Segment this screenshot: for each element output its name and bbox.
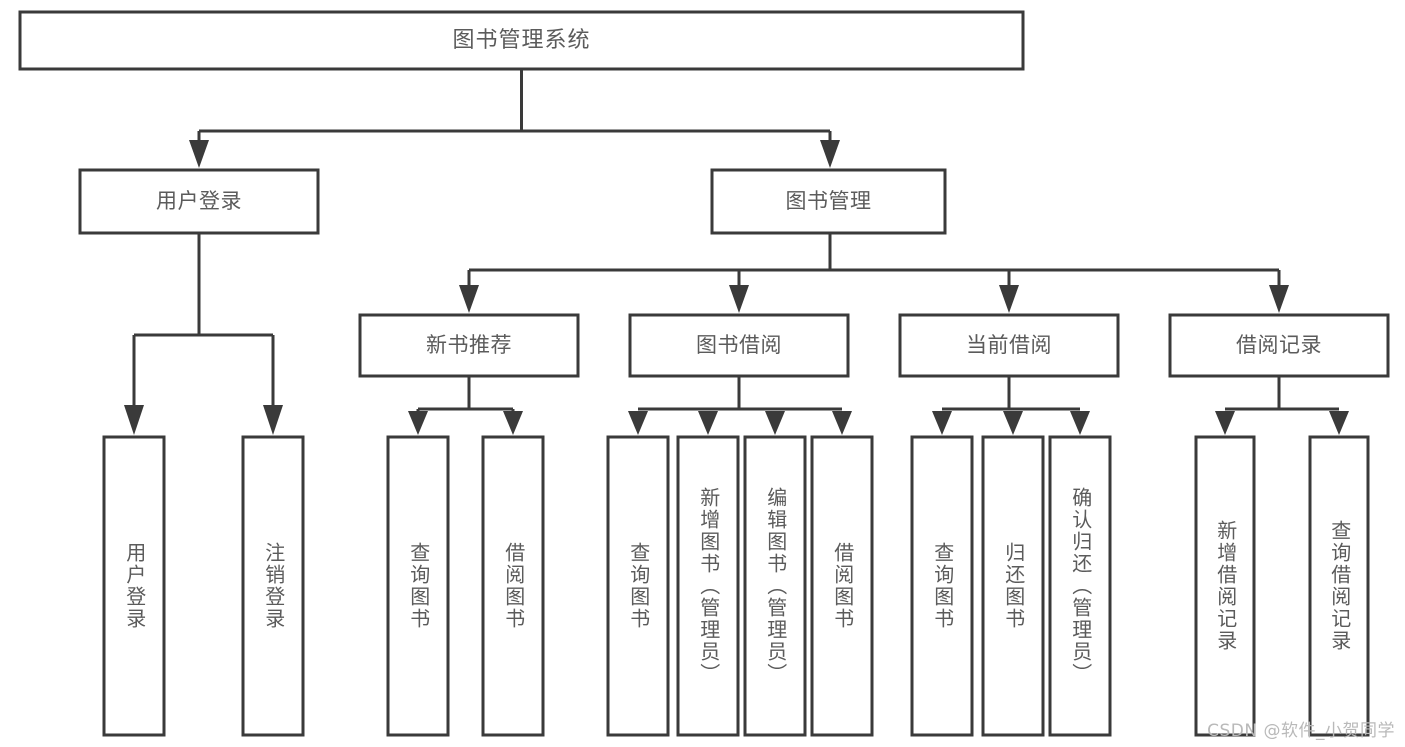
node-box-leaf-query-book-borrow[interactable] <box>606 435 670 737</box>
node-box-book-borrow[interactable] <box>628 313 850 378</box>
node-box-leaf-borrow-book-rec[interactable] <box>481 435 545 737</box>
node-box-leaf-query-book-rec[interactable] <box>386 435 450 737</box>
node-box-leaf-query-borrow-record[interactable] <box>1308 435 1370 737</box>
node-box-new-book-rec[interactable] <box>358 313 580 378</box>
arrow-head-leaf-return-book <box>1003 411 1023 435</box>
arrow-head-leaf-edit-book-admin <box>765 411 785 435</box>
arrow-head-leaf-borrow-book <box>832 411 852 435</box>
node-box-user-login[interactable] <box>78 168 320 235</box>
node-box-leaf-user-login[interactable] <box>102 435 166 737</box>
node-box-borrow-record[interactable] <box>1168 313 1390 378</box>
arrow-head-leaf-query-borrow-record <box>1329 411 1349 435</box>
arrow-head-leaf-query-book-current <box>932 411 952 435</box>
node-box-leaf-query-book-current[interactable] <box>910 435 974 737</box>
arrow-head-current-borrow <box>999 285 1019 313</box>
node-box-leaf-user-logout[interactable] <box>241 435 305 737</box>
arrow-head-leaf-borrow-book-rec <box>503 411 523 435</box>
edge-bookmanage-to-level2 <box>459 233 1289 313</box>
arrow-head-book-borrow <box>729 285 749 313</box>
arrow-head-leaf-add-book-admin <box>698 411 718 435</box>
node-box-leaf-add-borrow-record[interactable] <box>1194 435 1256 737</box>
arrow-head-leaf-confirm-return-admin <box>1070 411 1090 435</box>
node-box-leaf-edit-book-admin[interactable] <box>743 435 807 737</box>
arrow-head-book-manage <box>820 140 840 168</box>
csdn-watermark: CSDN @软件_小贺同学 <box>1207 721 1395 741</box>
edge-currentborrow-to-leaves <box>932 376 1090 435</box>
arrow-head-leaf-query-book-borrow <box>628 411 648 435</box>
node-box-leaf-borrow-book[interactable] <box>810 435 874 737</box>
node-box-book-manage[interactable] <box>710 168 947 235</box>
edge-newbook-to-leaves <box>408 376 523 435</box>
arrow-head-borrow-record <box>1269 285 1289 313</box>
edge-bookborrow-to-leaves <box>628 376 852 435</box>
node-box-root[interactable] <box>18 10 1025 71</box>
edge-root-to-level1 <box>189 69 840 168</box>
arrow-head-leaf-add-borrow-record <box>1215 411 1235 435</box>
arrow-head-leaf-user-logout <box>263 405 283 435</box>
node-box-leaf-return-book[interactable] <box>981 435 1045 737</box>
node-box-current-borrow[interactable] <box>898 313 1120 378</box>
arrow-head-new-book-rec <box>459 285 479 313</box>
arrow-head-leaf-query-book-rec <box>408 411 428 435</box>
edge-borrowrecord-to-leaves <box>1215 376 1349 435</box>
node-box-leaf-confirm-return-admin[interactable] <box>1048 435 1112 737</box>
edge-userlogin-to-leaves <box>124 233 283 435</box>
node-box-leaf-add-book-admin[interactable] <box>676 435 740 737</box>
arrow-head-leaf-user-login <box>124 405 144 435</box>
arrow-head-user-login <box>189 140 209 168</box>
